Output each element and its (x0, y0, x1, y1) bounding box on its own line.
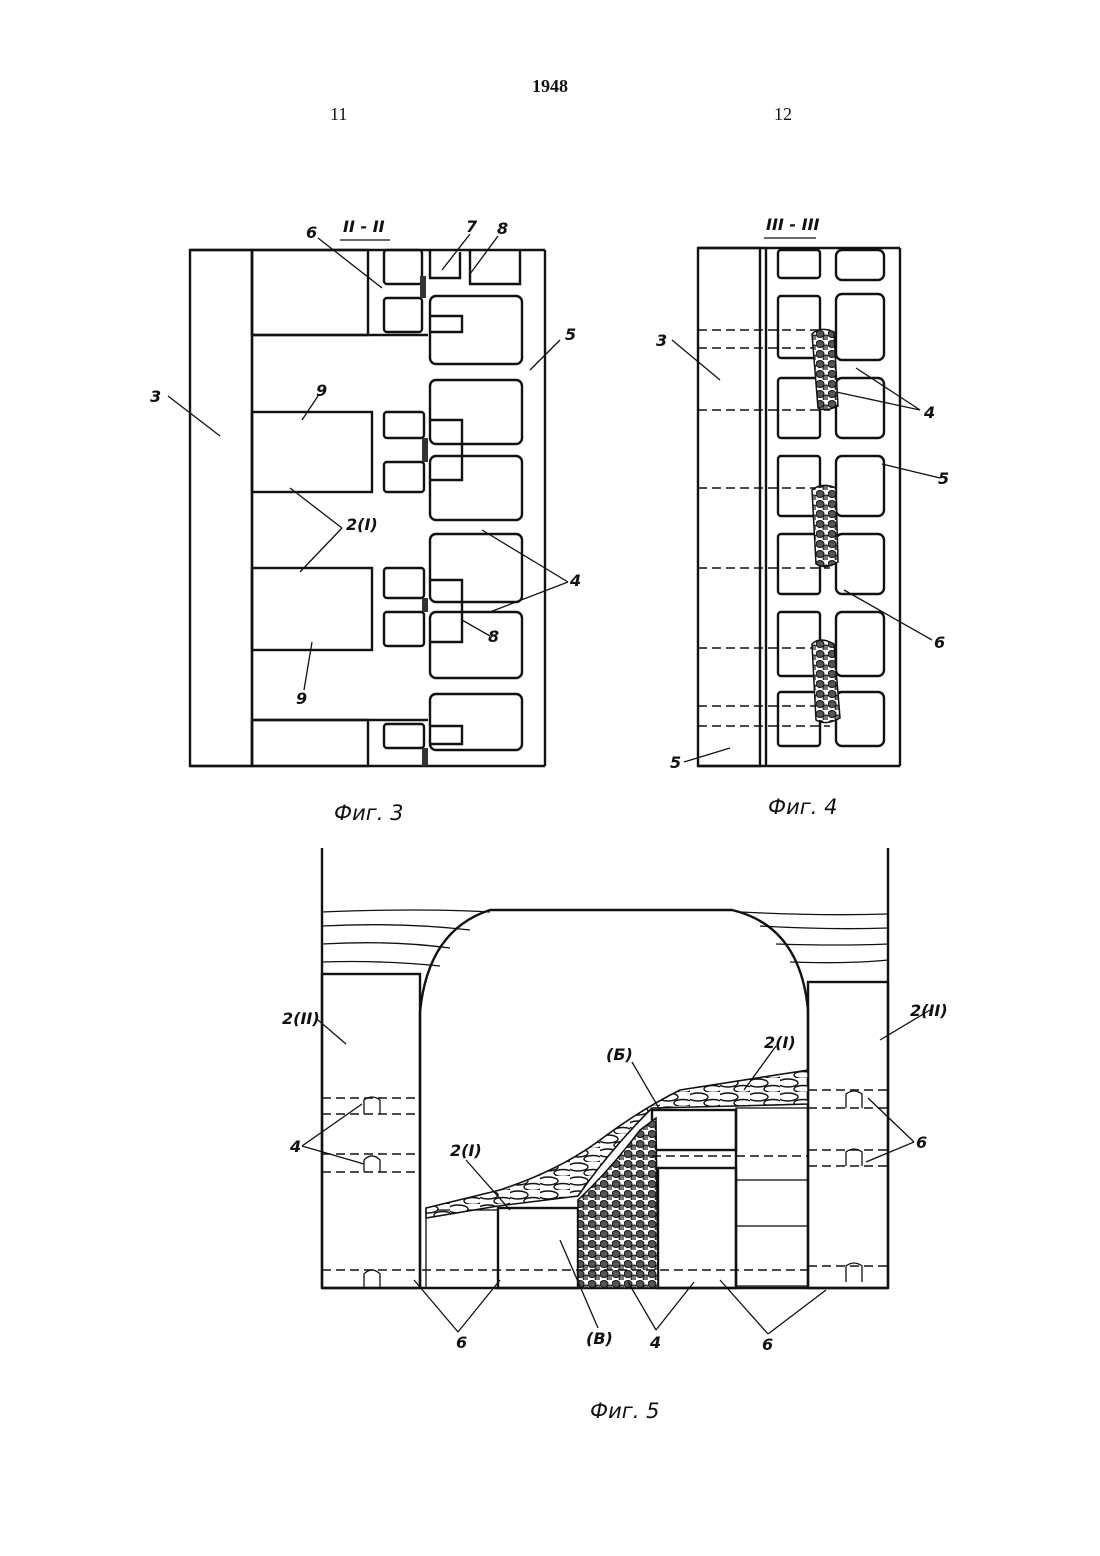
fig5-fill-left (426, 1210, 498, 1288)
fig3-backfill-9-lower (252, 568, 372, 650)
figure-4: III - III 3 4 5 6 5 Фиг. 4 (656, 215, 949, 819)
fig3-label-9-top: 9 (316, 381, 327, 400)
fig3-pillar-bottom (252, 720, 368, 766)
fig3-label-9-bottom: 9 (296, 689, 307, 708)
fig5-pillar-left (322, 974, 420, 1288)
fig3-wall-3 (190, 250, 252, 766)
fig4-label-5-bottom: 5 (670, 753, 681, 772)
fig5-block-V (498, 1208, 578, 1288)
fig3-label-2I: 2(I) (346, 515, 378, 534)
fig5-label-2I-upper: 2(I) (764, 1033, 796, 1052)
fig4-label-4: 4 (923, 403, 935, 422)
fig5-label-6-bottom-right: 6 (762, 1335, 773, 1354)
fig5-label-4-bottom: 4 (649, 1333, 661, 1352)
fig3-cells (430, 250, 522, 750)
fig5-label-2I-lower: 2(I) (450, 1141, 482, 1160)
fig3-label-8: 8 (497, 219, 508, 238)
fig5-label-4-left: 4 (289, 1137, 301, 1156)
fig5-label-6-right: 6 (916, 1133, 927, 1152)
figure-5: 2(II) 2(II) (Б) 2(I) 2(I) 4 6 6 (В) 4 6 … (282, 848, 948, 1423)
fig4-label-6: 6 (934, 633, 945, 652)
fig3-label-8-lower: 8 (488, 627, 499, 646)
fig4-dashed-levels (698, 330, 830, 726)
fig4-ore-fill (812, 329, 840, 722)
fig3-label-3: 3 (150, 387, 161, 406)
figure-3: II - II 6 7 8 5 3 9 2(I) 4 8 9 Фиг. 3 (150, 217, 581, 825)
fig4-label-3: 3 (656, 331, 667, 350)
fig3-backfill-9-upper (252, 412, 372, 492)
fig5-caption: Фиг. 5 (590, 1399, 659, 1423)
fig4-section-label: III - III (766, 215, 820, 234)
fig4-label-5: 5 (938, 469, 949, 488)
fig3-label-6: 6 (306, 223, 317, 242)
fig3-label-5: 5 (565, 325, 576, 344)
fig3-section-label: II - II (343, 217, 385, 236)
fig5-pillar-right (808, 982, 888, 1288)
fig4-cells (836, 250, 884, 746)
fig5-block-B (652, 1110, 736, 1150)
fig5-label-B: (Б) (606, 1045, 633, 1064)
fig5-label-6-bottom-left: 6 (456, 1333, 467, 1352)
fig5-fill-right-upper (736, 1108, 808, 1180)
fig5-strata (322, 910, 888, 966)
fig3-rib-blocks (384, 250, 428, 766)
fig5-fill-right-lower (736, 1226, 808, 1286)
fig3-caption: Фиг. 3 (334, 801, 403, 825)
fig3-label-4: 4 (569, 571, 581, 590)
fig5-label-V: (В) (586, 1329, 613, 1348)
fig3-label-7: 7 (466, 217, 478, 236)
fig5-label-2II-left: 2(II) (282, 1009, 320, 1028)
fig4-wall-3 (698, 248, 760, 766)
fig4-caption: Фиг. 4 (768, 795, 837, 819)
fig5-label-2II-right: 2(II) (910, 1001, 948, 1020)
